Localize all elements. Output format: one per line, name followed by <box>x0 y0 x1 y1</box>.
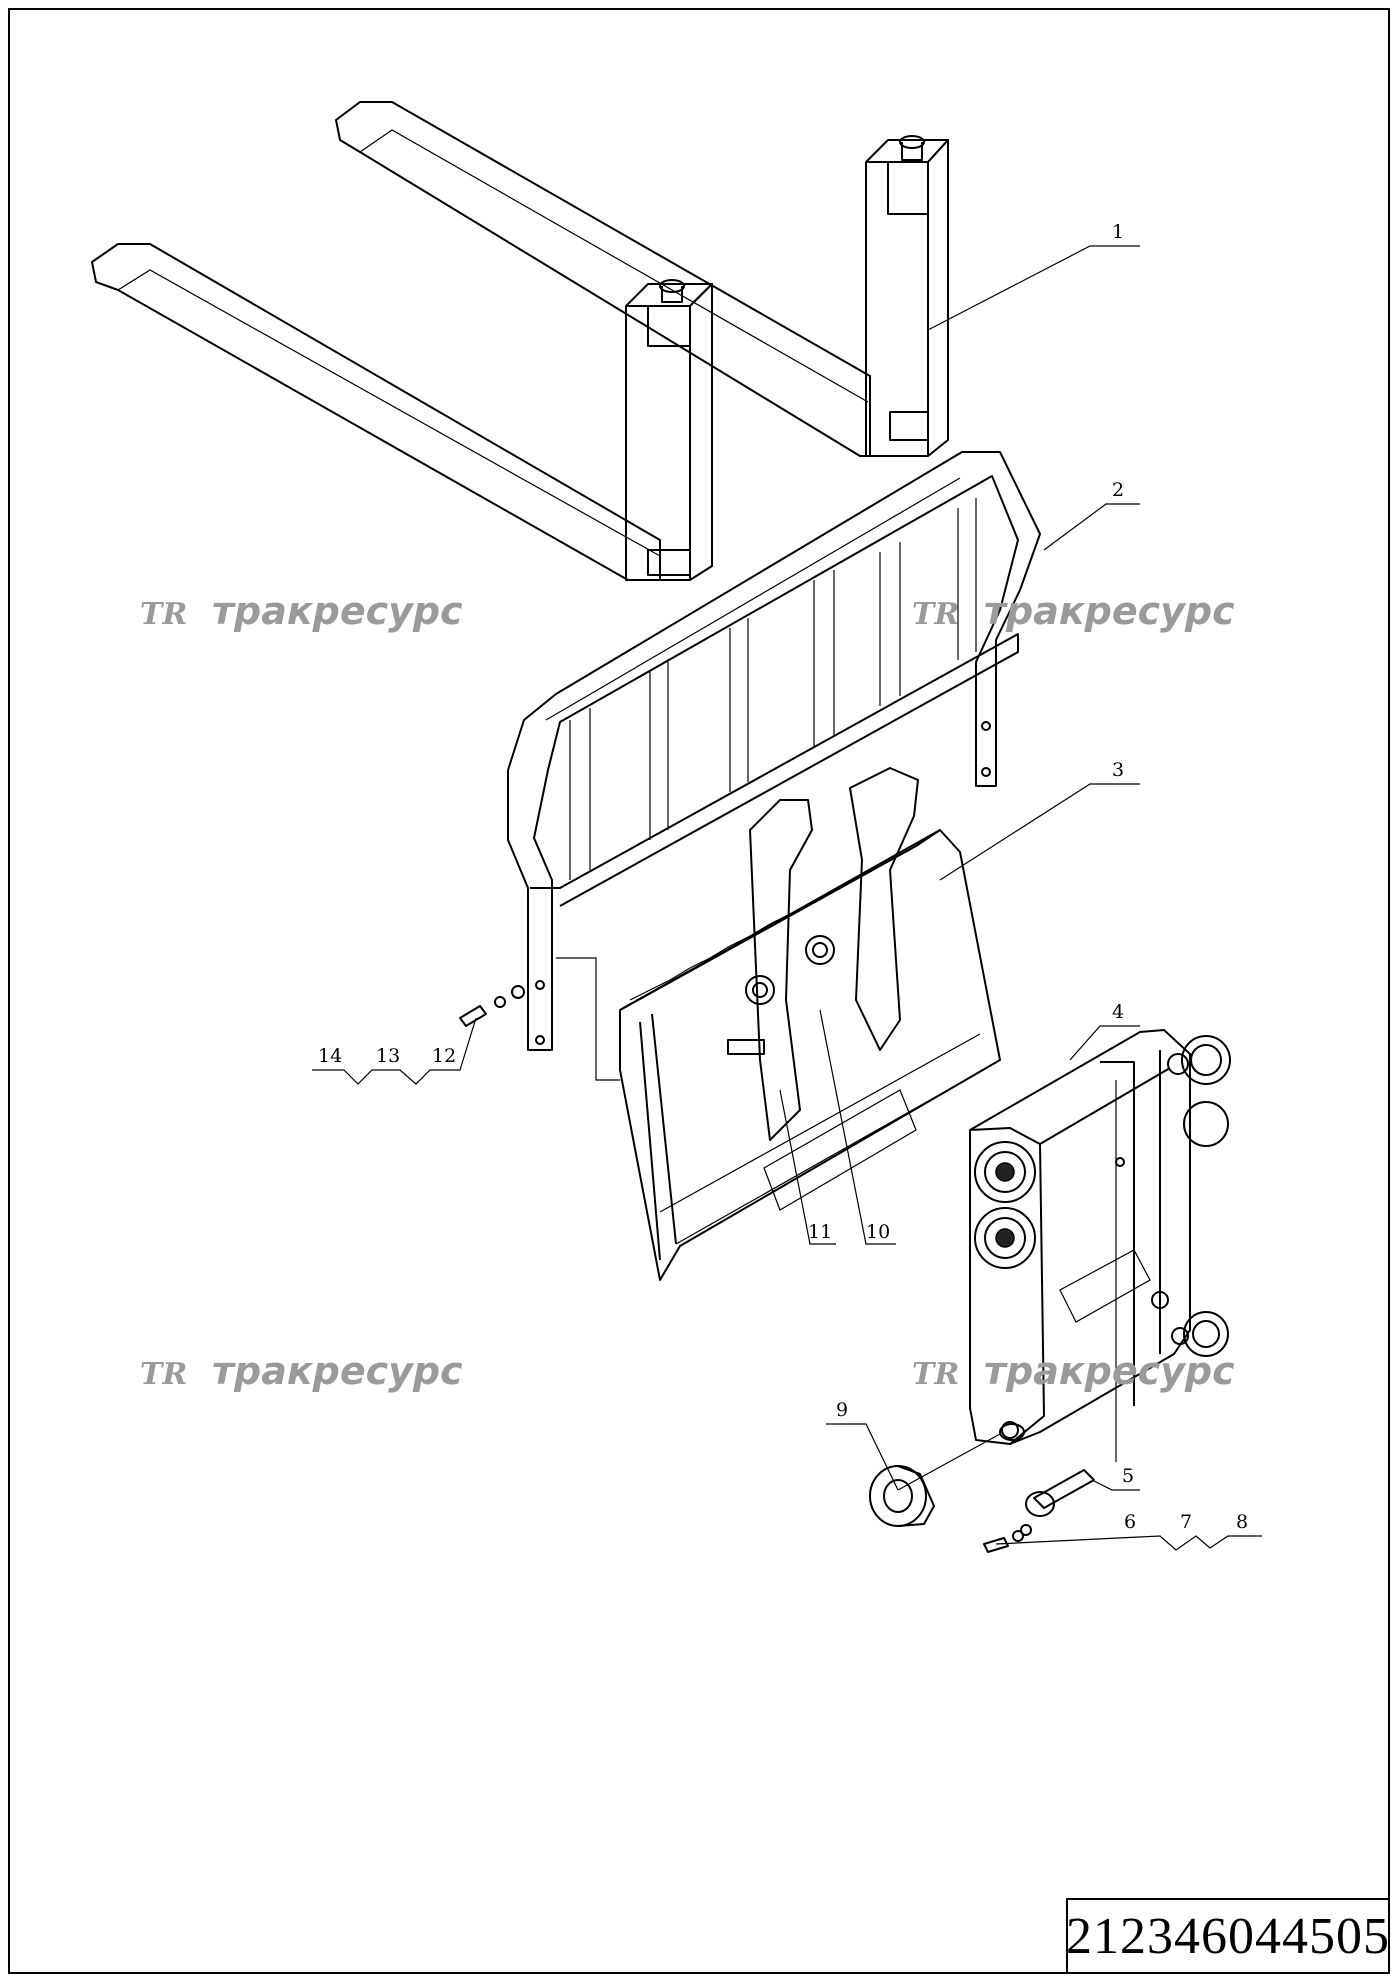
callout-6: 6 <box>1124 1511 1136 1533</box>
callout-12: 12 <box>432 1045 456 1067</box>
bolt-parts-6-8 <box>983 1524 1032 1553</box>
callout-2: 2 <box>1112 479 1124 501</box>
watermark-logo: TR <box>140 597 187 632</box>
sheet-border <box>8 8 1390 1974</box>
callout-8: 8 <box>1236 1511 1248 1533</box>
watermark-logo: TR <box>912 1357 959 1392</box>
watermark-4: TR тракресурс <box>912 1349 1235 1393</box>
fork-left <box>91 243 713 581</box>
callout-13: 13 <box>376 1045 400 1067</box>
document-number: 212346044505 <box>1066 1898 1389 1972</box>
watermark-3: TR тракресурс <box>140 1349 463 1393</box>
carriage-frame <box>619 767 1001 1281</box>
watermark-text: тракресурс <box>984 589 1235 633</box>
callout-4: 4 <box>1112 1001 1124 1023</box>
callout-7: 7 <box>1180 1511 1192 1533</box>
watermark-2: TR тракресурс <box>912 589 1235 633</box>
callout-11: 11 <box>808 1221 832 1243</box>
callout-5: 5 <box>1122 1465 1134 1487</box>
callout-labels: 1 2 3 4 5 6 7 8 9 10 11 12 13 14 <box>318 221 1248 1533</box>
watermark-logo: TR <box>912 597 959 632</box>
watermark-text: тракресурс <box>212 1349 463 1393</box>
callout-9: 9 <box>836 1399 848 1421</box>
callout-10: 10 <box>866 1221 890 1243</box>
roller-part-9 <box>869 1465 935 1527</box>
fork-right <box>335 101 949 457</box>
pin-part-5 <box>1025 1469 1095 1517</box>
callout-1: 1 <box>1112 221 1124 243</box>
callout-14: 14 <box>318 1045 342 1067</box>
watermark-text: тракресурс <box>984 1349 1235 1393</box>
leader-lines <box>312 245 1262 1551</box>
side-frame <box>969 1029 1231 1445</box>
watermark-text: тракресурс <box>212 589 463 633</box>
bolt-parts-12-14 <box>459 985 525 1027</box>
watermark-1: TR тракресурс <box>140 589 463 633</box>
watermark-logo: TR <box>140 1357 187 1392</box>
load-backrest <box>507 451 1041 1051</box>
callout-3: 3 <box>1112 759 1124 781</box>
